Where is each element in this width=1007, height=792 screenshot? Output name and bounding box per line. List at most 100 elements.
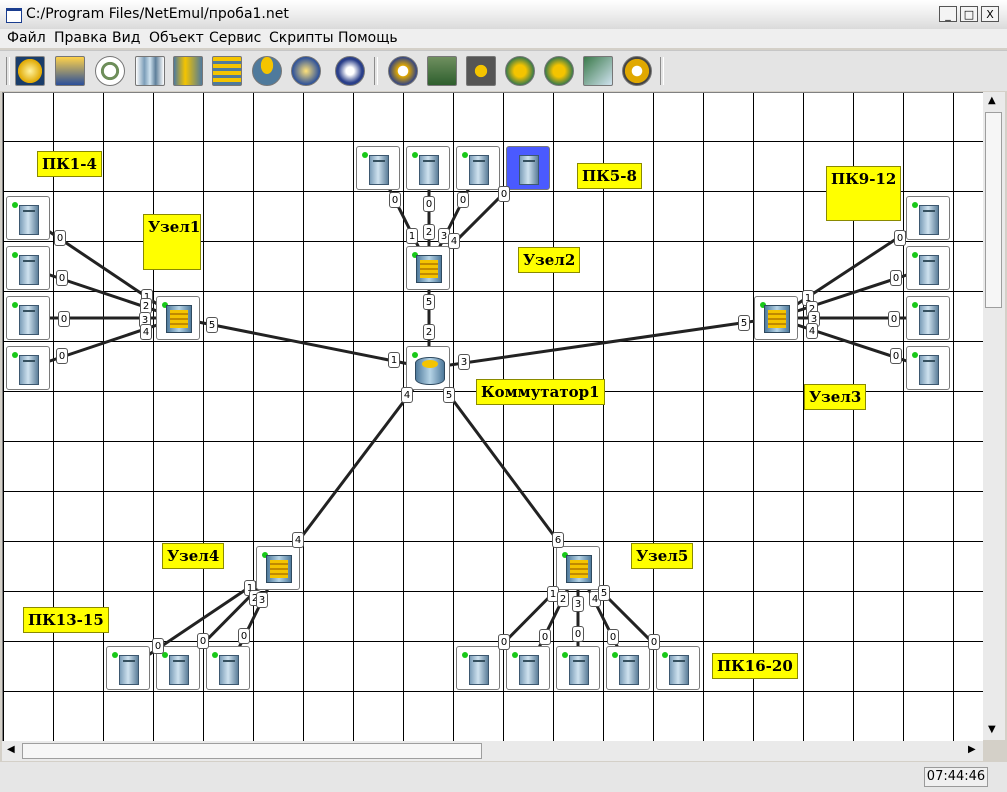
pc-icon[interactable] [906,296,950,340]
node4-hub-icon[interactable] [256,546,300,590]
pc-icon[interactable] [656,646,700,690]
pc-icon[interactable] [6,346,50,390]
scroll-up-icon[interactable]: ▲ [988,95,996,106]
port-label: 0 [539,629,551,645]
vertical-scroll-thumb[interactable] [985,112,1002,308]
pause-button[interactable] [335,56,365,86]
network-canvas[interactable]: ПК1-4 Узел1 ПК5-8 Узел2 ПК9-12 Узел3 Ком… [2,92,983,741]
label-pc1-4[interactable]: ПК1-4 [37,151,102,177]
menu-service[interactable]: Сервис [209,30,262,46]
port-label: 4 [448,233,460,249]
port-label: 0 [607,629,619,645]
menu-scripts[interactable]: Скрипты [269,30,334,46]
window-title: C:/Program Files/NetEmul/проба1.net [26,6,289,22]
computer-tool-button[interactable] [135,56,165,86]
maximize-button[interactable]: □ [960,6,978,22]
tape-button[interactable] [466,56,496,86]
program-settings-button[interactable] [622,56,652,86]
port-label: 0 [56,270,68,286]
menu-bar: Файл Правка Вид Объект Сервис Скрипты По… [0,29,1007,48]
pc-icon[interactable] [156,646,200,690]
minimize-button[interactable]: _ [939,6,957,22]
label-node4[interactable]: Узел4 [162,543,225,569]
adapter-search-button[interactable] [583,56,613,86]
pc-icon[interactable] [556,646,600,690]
port-label: 5 [443,387,455,403]
port-label: 0 [238,628,250,644]
pc-icon[interactable] [6,196,50,240]
port-label: 6 [552,532,564,548]
label-pc9-12[interactable]: ПК9-12 [826,166,901,221]
menu-view[interactable]: Вид [112,30,141,46]
horizontal-scrollbar[interactable]: ◀ ▶ [2,741,983,761]
pc-icon[interactable] [6,296,50,340]
cursor-tool-button[interactable] [15,56,45,86]
pc-icon[interactable] [906,196,950,240]
port-label: 3 [458,354,470,370]
label-node5[interactable]: Узел5 [631,543,694,569]
toolbar-grip [6,57,10,85]
app-window-icon [6,8,22,23]
hub-tool-button[interactable] [173,56,203,86]
send-tool-button[interactable] [291,56,321,86]
pc-icon[interactable] [506,646,550,690]
port-label: 0 [58,311,70,327]
node2-hub-icon[interactable] [406,246,450,290]
port-label: 0 [890,270,902,286]
port-label: 1 [388,352,400,368]
cable-tool-button[interactable] [95,56,125,86]
vertical-scrollbar[interactable]: ▲ ▼ [983,92,1005,740]
toolbar-end [660,57,664,85]
pc-icon[interactable] [6,246,50,290]
pc-icon[interactable] [456,646,500,690]
port-label: 0 [56,348,68,364]
label-node3[interactable]: Узел3 [804,384,867,410]
node3-hub-icon[interactable] [754,296,798,340]
node5-hub-icon[interactable] [556,546,600,590]
port-label: 0 [389,192,401,208]
pc-icon[interactable] [906,246,950,290]
arp-button[interactable] [544,56,574,86]
pc-icon[interactable] [606,646,650,690]
network-card-button[interactable] [427,56,457,86]
settings-gear-button[interactable] [388,56,418,86]
pc-icon[interactable] [206,646,250,690]
scroll-down-icon[interactable]: ▼ [988,724,996,735]
menu-object[interactable]: Объект [149,30,204,46]
label-node1[interactable]: Узел1 [143,214,201,270]
port-label: 0 [890,348,902,364]
status-bar: 07:44:46 [0,762,1007,792]
port-label: 0 [152,638,164,654]
port-label: 3 [572,596,584,612]
pc-icon[interactable] [906,346,950,390]
switch-tool-button[interactable] [212,56,242,86]
scroll-left-icon[interactable]: ◀ [7,744,15,755]
label-pc13-15[interactable]: ПК13-15 [23,607,109,633]
label-switch1[interactable]: Коммутатор1 [476,379,605,405]
menu-file[interactable]: Файл [7,30,46,46]
menu-edit[interactable]: Правка [54,30,108,46]
pc-icon[interactable] [106,646,150,690]
port-label: 2 [423,224,435,240]
switch1-icon[interactable] [406,346,450,390]
rip-router-button[interactable] [505,56,535,86]
port-label: 5 [738,315,750,331]
horizontal-scroll-thumb[interactable] [22,743,482,759]
port-label: 4 [140,324,152,340]
label-pc5-8[interactable]: ПК5-8 [577,163,642,189]
menu-help[interactable]: Помощь [338,30,398,46]
clock-display: 07:44:46 [924,767,988,787]
port-label: 5 [598,585,610,601]
label-pc16-20[interactable]: ПК16-20 [712,653,798,679]
port-label: 2 [423,324,435,340]
pc-icon-selected[interactable] [506,146,550,190]
scroll-right-icon[interactable]: ▶ [968,744,976,755]
text-note-button[interactable] [55,56,85,86]
close-button[interactable]: X [981,6,999,22]
pc-icon[interactable] [456,146,500,190]
pc-icon[interactable] [356,146,400,190]
pc-icon[interactable] [406,146,450,190]
node1-hub-icon[interactable] [156,296,200,340]
router-tool-button[interactable] [252,56,282,86]
label-node2[interactable]: Узел2 [518,247,581,273]
